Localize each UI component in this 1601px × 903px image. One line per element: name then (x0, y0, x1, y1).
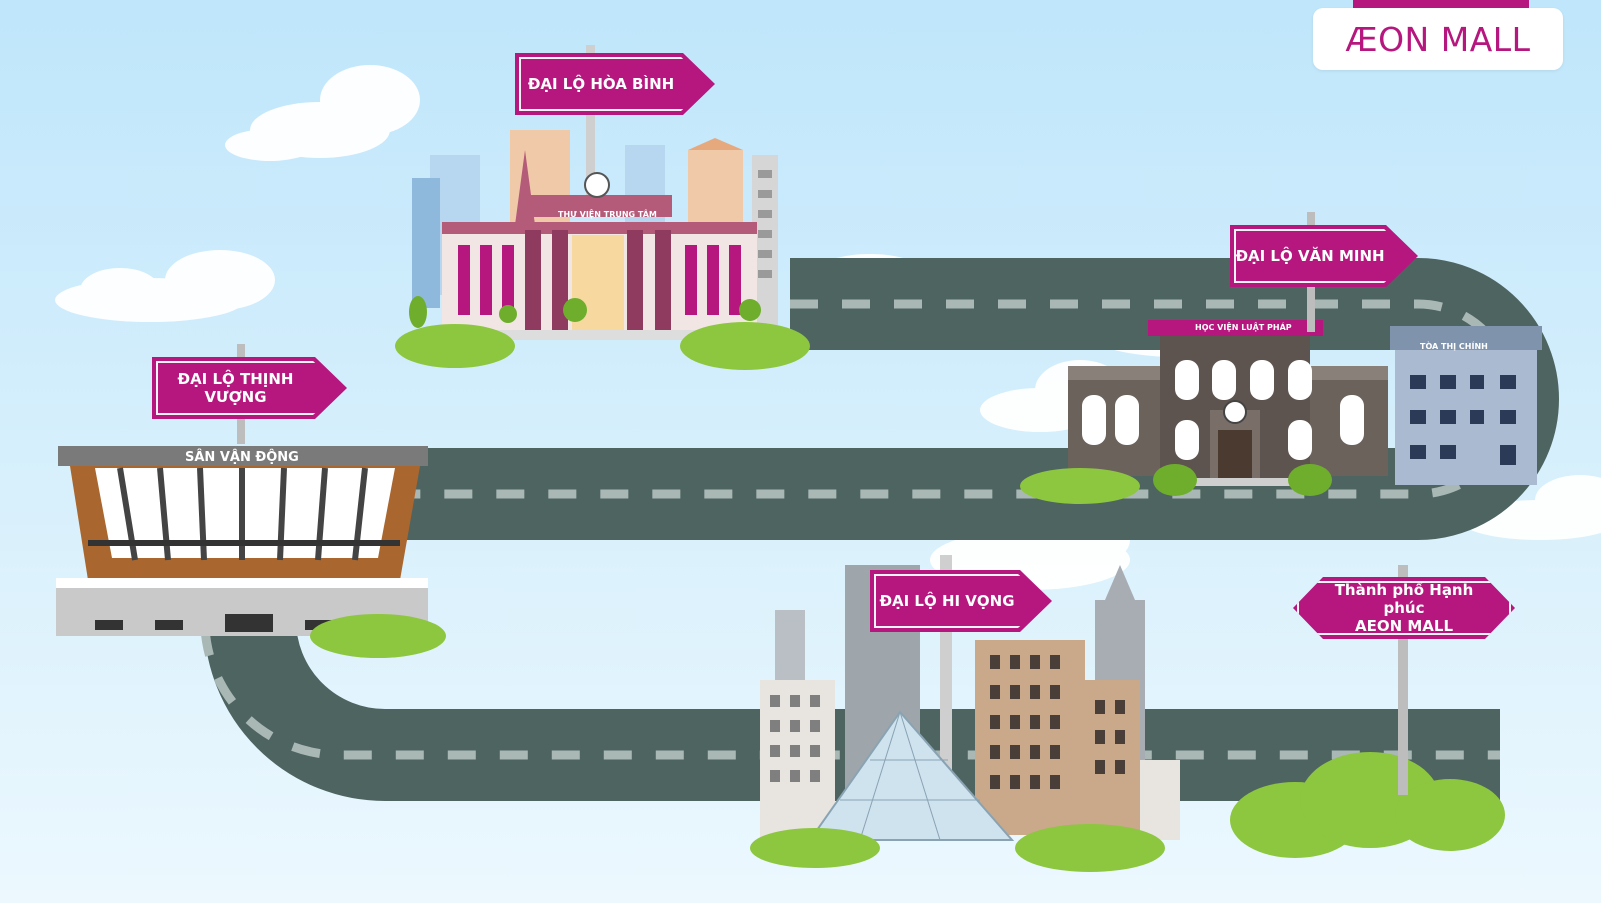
sign-label: ĐẠI LỘ VĂN MINH (1235, 247, 1385, 265)
logo-accent-bar (1353, 0, 1529, 8)
sign-dai-lo-hi-vong: ĐẠI LỘ HI VỌNG (870, 570, 1052, 632)
downtown-buildings (750, 555, 1180, 872)
sign-label: ĐẠI LỘ THỊNH VƯỢNG (177, 370, 294, 406)
law-academy-label: HỌC VIỆN LUẬT PHÁP (1195, 323, 1292, 332)
aeon-mall-logo: ÆON MALL (1313, 0, 1563, 70)
library-building (395, 45, 810, 370)
sign-thanh-pho-hanh-phuc: Thành phố Hạnh phúc AEON MALL (1293, 577, 1515, 639)
sign-label-line1: Thành phố Hạnh phúc (1334, 581, 1474, 617)
sign-dai-lo-hoa-binh: ĐẠI LỘ HÒA BÌNH (515, 53, 715, 115)
city-hall-label: TÒA THỊ CHÍNH (1420, 342, 1488, 351)
city-hall-building (1390, 326, 1542, 485)
sign-dai-lo-thinh-vuong: ĐẠI LỘ THỊNH VƯỢNG (152, 357, 347, 419)
stadium-building (56, 446, 446, 658)
sign-dai-lo-van-minh: ĐẠI LỘ VĂN MINH (1230, 225, 1418, 287)
library-label: THƯ VIỆN TRUNG TÂM (558, 210, 657, 219)
sign-label-line2: AEON MALL (1354, 617, 1454, 635)
law-academy-building (1020, 320, 1388, 504)
sign-label: ĐẠI LỘ HÒA BÌNH (527, 75, 675, 93)
sign-label: ĐẠI LỘ HI VỌNG (879, 592, 1015, 610)
logo-text: ÆON MALL (1345, 19, 1531, 59)
stadium-label: SÂN VẬN ĐỘNG (185, 450, 299, 465)
